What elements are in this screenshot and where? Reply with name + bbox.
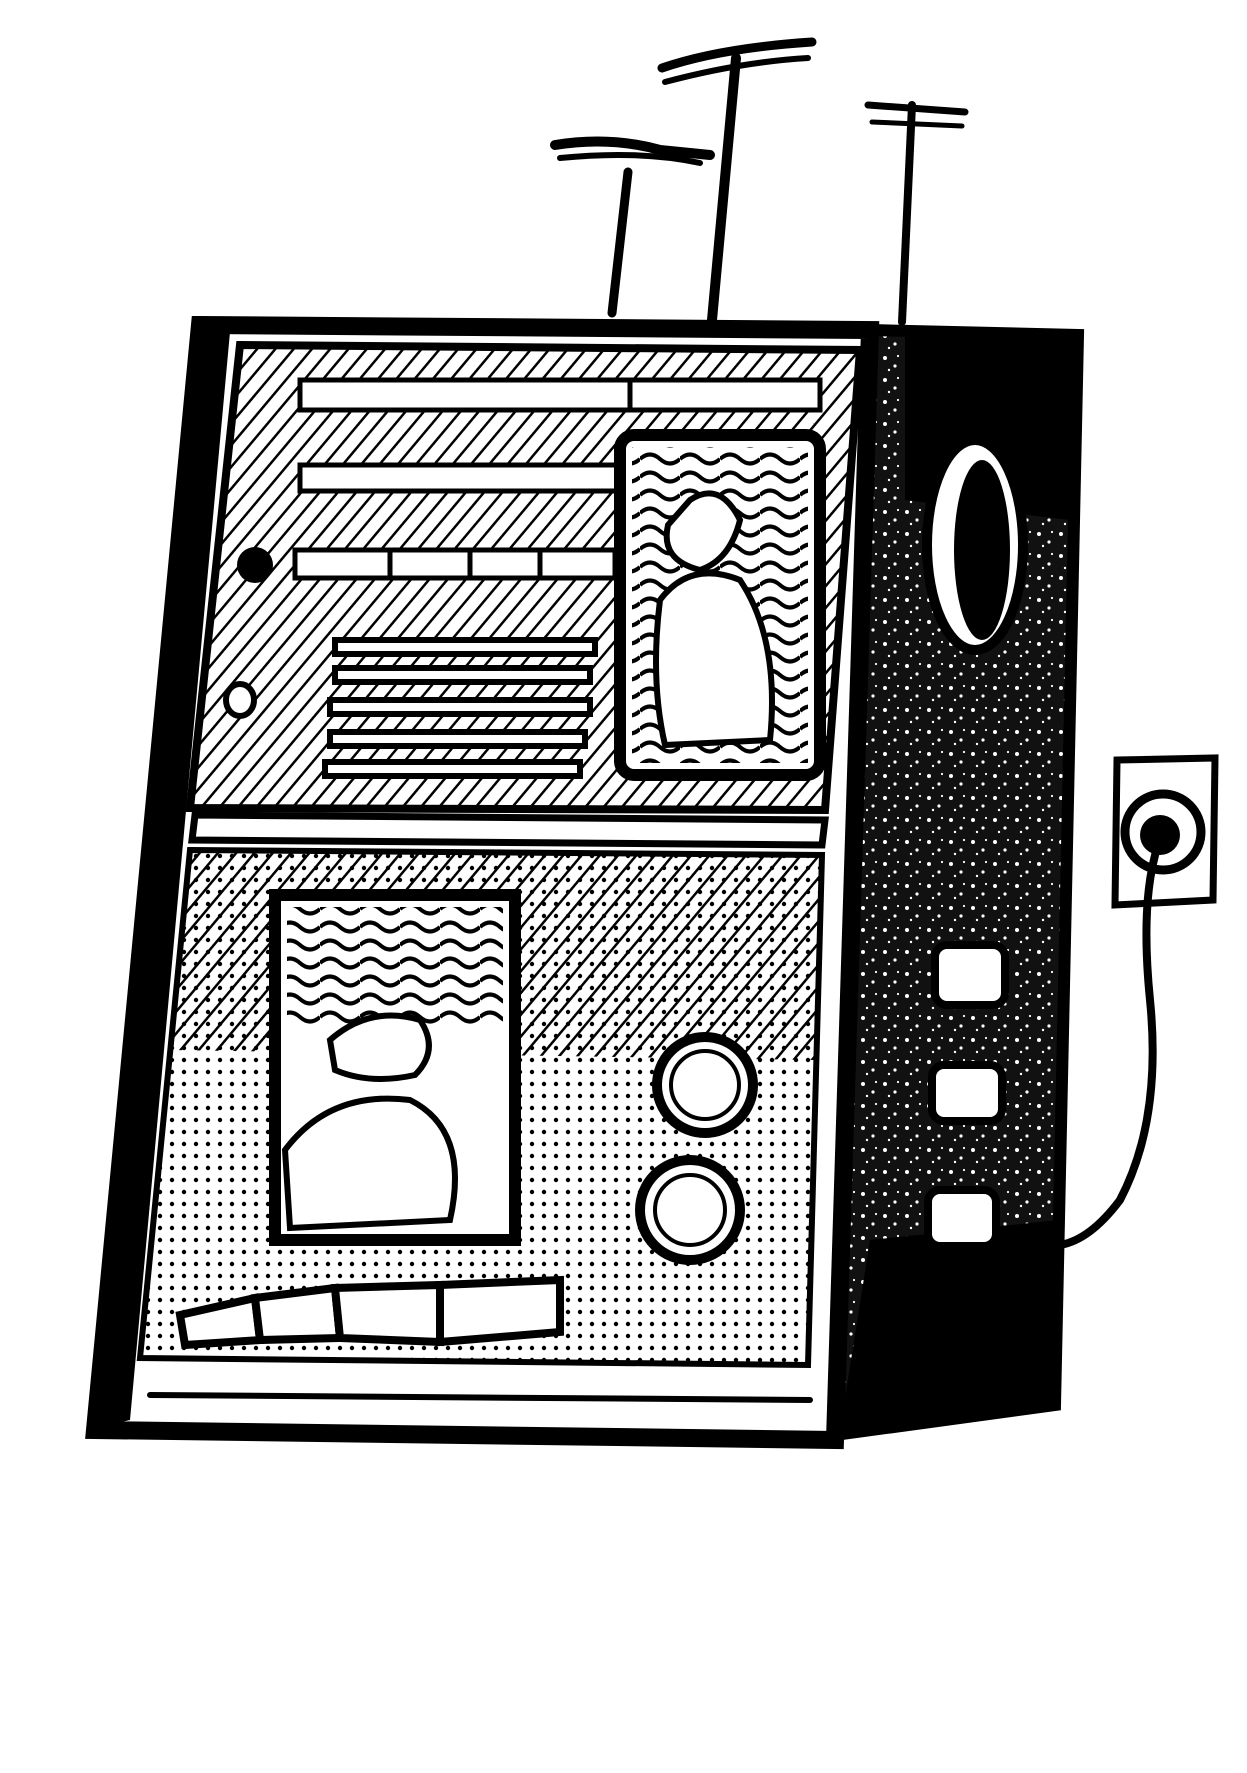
screen-icon	[185, 340, 865, 815]
wall-socket-icon	[1111, 754, 1219, 909]
power-cord-icon	[1056, 841, 1162, 1249]
button-row	[175, 1275, 564, 1350]
lower-screen	[136, 846, 826, 1403]
antenna-icon	[550, 37, 969, 326]
side-knobs	[922, 435, 1028, 1250]
